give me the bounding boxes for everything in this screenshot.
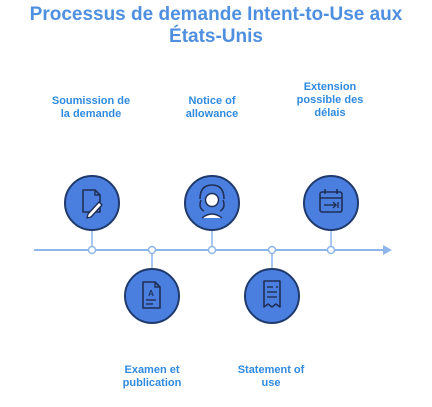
step-label-line: Statement of	[237, 364, 305, 376]
timeline-node	[326, 245, 336, 255]
calendar-arrow-icon	[303, 175, 359, 231]
step-label-submission: Soumission de la demande	[43, 95, 139, 121]
step-label-extension: Extension possible des délais	[282, 81, 378, 120]
step-label-line: Examen et	[124, 364, 180, 376]
timeline-node	[267, 245, 277, 255]
timeline-node	[147, 245, 157, 255]
step-label-line: use	[261, 377, 281, 389]
document-pen-icon	[64, 175, 120, 231]
timeline-node	[87, 245, 97, 255]
step-label-line: la demande	[60, 108, 122, 120]
timeline-node	[207, 245, 217, 255]
step-label-line: publication	[122, 377, 182, 389]
page-title: Processus de demande Intent-to-Use aux É…	[0, 4, 432, 48]
step-label-line: Extension	[303, 81, 357, 93]
step-label-line: Soumission de	[51, 95, 131, 107]
title-line-1: Processus de demande Intent-to-Use aux	[29, 4, 403, 25]
timeline-arrowhead	[383, 245, 392, 255]
step-label-line: délais	[314, 107, 346, 119]
title-line-2: États-Unis	[169, 26, 263, 47]
step-label-examination: Examen et publication	[104, 364, 200, 390]
step-label-line: Notice of	[188, 95, 236, 107]
svg-text:A: A	[148, 289, 154, 298]
receipt-icon	[244, 268, 300, 324]
step-label-allowance: Notice of allowance	[164, 95, 260, 121]
person-icon	[184, 175, 240, 231]
step-label-statement: Statement of use	[223, 364, 319, 390]
document-a-icon: A	[124, 268, 180, 324]
step-label-line: possible des	[296, 94, 364, 106]
step-label-line: allowance	[185, 108, 239, 120]
